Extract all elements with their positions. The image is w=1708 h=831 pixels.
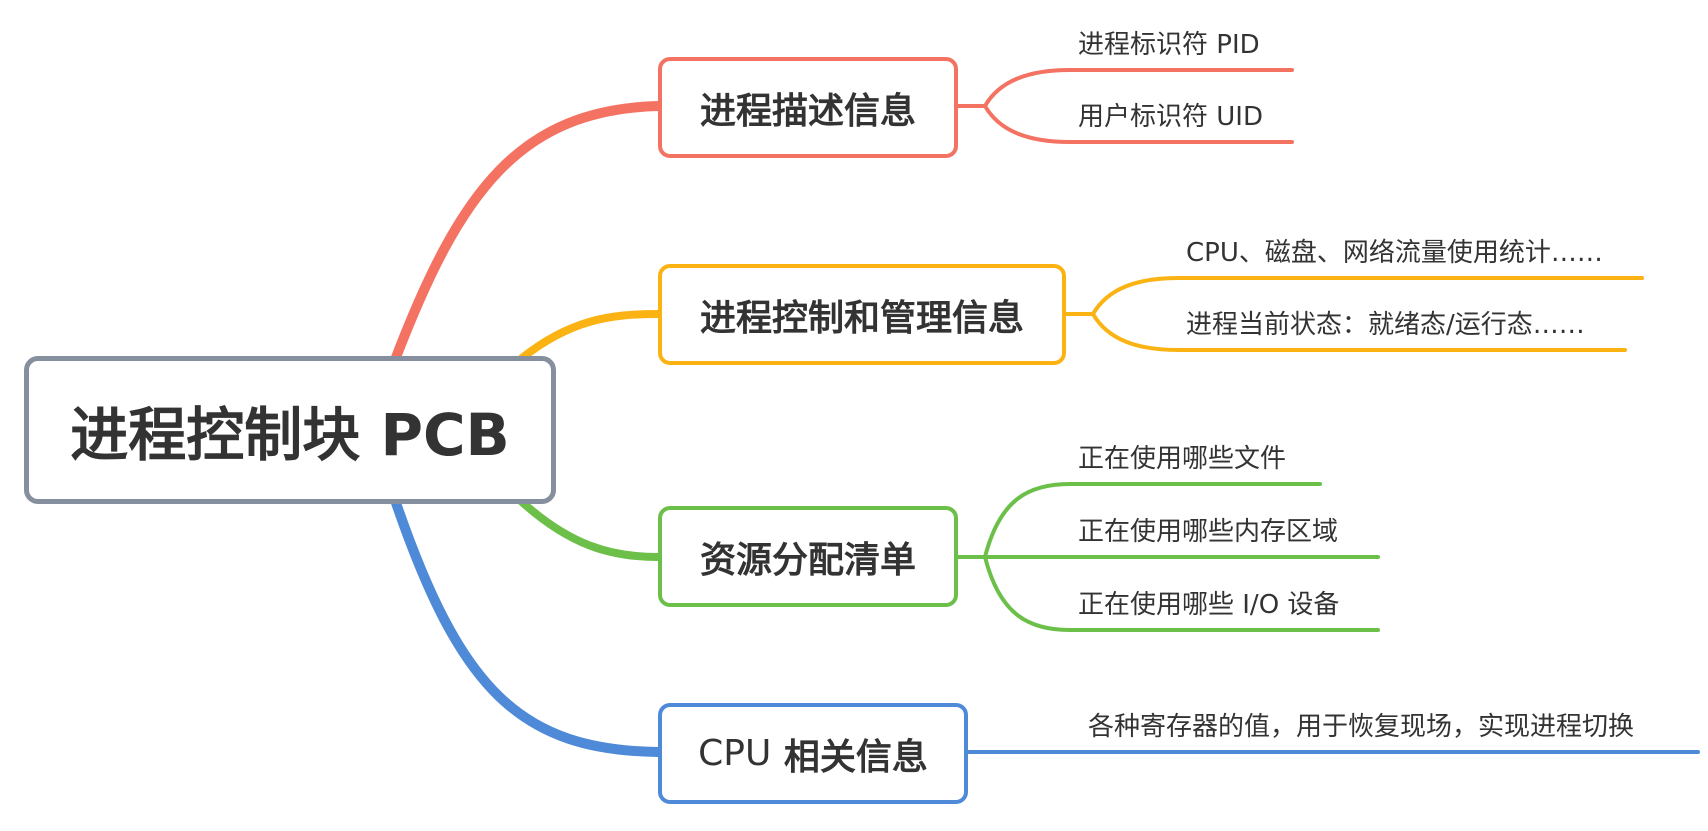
branch-node-cpu: CPU 相关信息 xyxy=(658,703,968,804)
leaf-io-devices: 正在使用哪些 I/O 设备 xyxy=(1078,590,1340,620)
root-node: 进程控制块 PCB xyxy=(24,356,556,504)
connector-branch-to-leaves-describe xyxy=(956,68,1294,144)
connector-root-to-branch-resources xyxy=(518,498,662,561)
connector-root-to-branch-cpu xyxy=(390,495,663,757)
branch-label: 资源分配清单 xyxy=(699,539,916,581)
connector-branch-to-leaves-control xyxy=(1064,276,1644,352)
branch-label: 进程控制和管理信息 xyxy=(699,297,1024,339)
leaf-pid: 进程标识符 PID xyxy=(1078,30,1260,60)
leaf-usage-stats: CPU、磁盘、网络流量使用统计…… xyxy=(1186,238,1603,268)
leaf-registers: 各种寄存器的值，用于恢复现场，实现进程切换 xyxy=(1088,712,1635,742)
leaf-uid: 用户标识符 UID xyxy=(1078,102,1263,132)
connector-root-to-branch-control xyxy=(518,310,662,362)
branch-label-prefix: CPU xyxy=(698,733,772,774)
branch-label-suffix: 相关信息 xyxy=(783,736,928,778)
root-label: 进程控制块 PCB xyxy=(70,401,510,469)
connector-root-to-branch-describe xyxy=(390,101,663,365)
branch-node-control: 进程控制和管理信息 xyxy=(658,264,1066,365)
leaf-memory: 正在使用哪些内存区域 xyxy=(1078,517,1339,547)
branch-label: 进程描述信息 xyxy=(699,90,916,132)
branch-node-resources: 资源分配清单 xyxy=(658,506,958,607)
leaf-process-state: 进程当前状态：就绪态/运行态…… xyxy=(1186,310,1585,340)
branch-node-describe: 进程描述信息 xyxy=(658,57,958,158)
connector-branch-to-leaves-resources xyxy=(956,482,1380,632)
leaf-files: 正在使用哪些文件 xyxy=(1078,444,1287,474)
